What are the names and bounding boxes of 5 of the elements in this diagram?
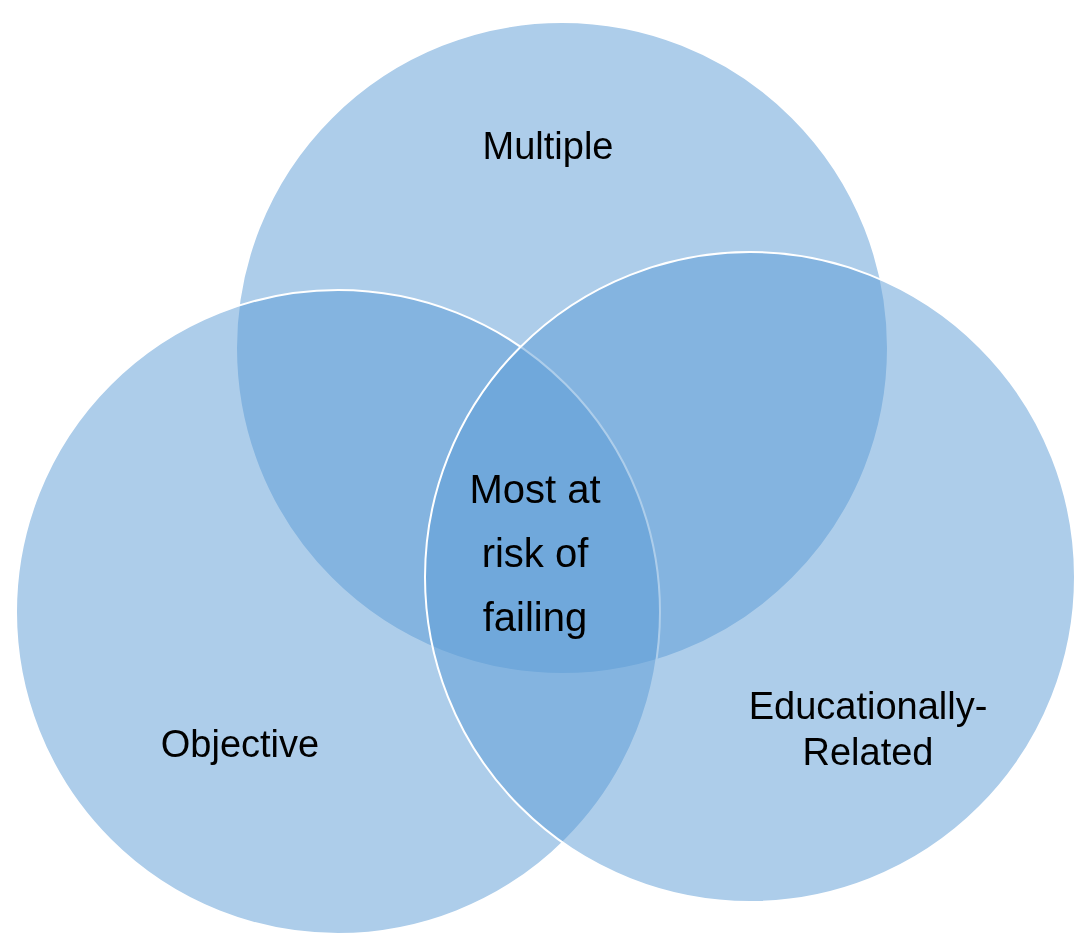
circle-label: Objective [159,722,321,768]
circle-label: Educationally-Related [747,684,989,775]
center-label: Most at risk of failing [468,466,602,641]
venn-circle [425,252,1075,902]
circle-label: Multiple [481,124,615,170]
